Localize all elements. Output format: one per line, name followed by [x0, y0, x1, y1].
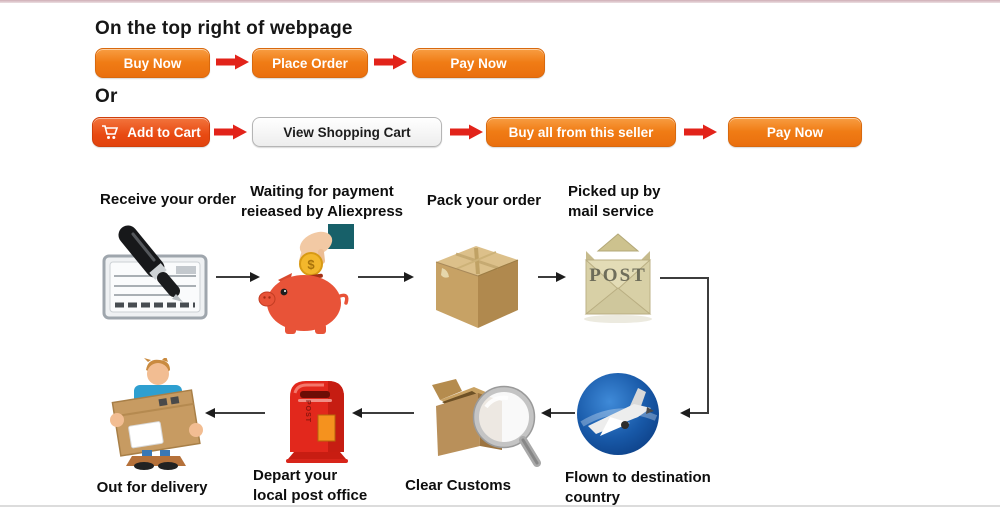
- post-mailbox-icon: [286, 381, 348, 463]
- post-stamp-text: POST: [589, 265, 647, 286]
- buy-now-label: Buy Now: [123, 55, 182, 71]
- step-label-pack-order: Pack your order: [426, 192, 542, 209]
- customs-inspection-icon: [432, 379, 541, 467]
- red-arrow-icon: [214, 124, 247, 140]
- flow-arrow-right-icon: [538, 272, 566, 282]
- flow-arrow-left-icon: [352, 408, 414, 418]
- cart-icon: [102, 125, 119, 139]
- place-order-label: Place Order: [272, 55, 348, 71]
- page-title: On the top right of webpage: [95, 18, 353, 39]
- view-shopping-cart-button[interactable]: View Shopping Cart: [252, 117, 442, 147]
- buy-now-button[interactable]: Buy Now: [95, 48, 210, 78]
- pay-now-label: Pay Now: [450, 55, 507, 71]
- piggy-bank-icon: $: [258, 224, 354, 334]
- step-label-depart-post-office: Depart your local post office: [253, 467, 368, 504]
- place-order-button[interactable]: Place Order: [252, 48, 368, 78]
- step-label-clear-customs: Clear Customs: [405, 477, 511, 494]
- red-arrow-icon: [374, 54, 407, 70]
- view-shopping-cart-label: View Shopping Cart: [283, 124, 411, 140]
- flow-arrow-left-icon: [205, 408, 265, 418]
- step-label-out-for-delivery: Out for delivery: [96, 479, 208, 496]
- delivery-person-icon: [110, 358, 203, 470]
- flow-connector-elbow-icon: [660, 277, 709, 418]
- top-border-strip: [0, 0, 1000, 3]
- check-pen-icon: [102, 225, 208, 320]
- post-envelope-icon: [584, 233, 652, 323]
- step-label-picked-up: Picked up by mail service: [568, 183, 661, 220]
- pay-now-button-cart[interactable]: Pay Now: [728, 117, 862, 147]
- red-arrow-icon: [450, 124, 483, 140]
- add-to-cart-label: Add to Cart: [127, 124, 201, 140]
- flow-arrow-right-icon: [358, 272, 414, 282]
- buy-all-from-seller-button[interactable]: Buy all from this seller: [486, 117, 676, 147]
- flow-arrow-left-icon: [541, 408, 575, 418]
- add-to-cart-button[interactable]: Add to Cart: [92, 117, 210, 147]
- red-arrow-icon: [216, 54, 249, 70]
- pay-now-button-top[interactable]: Pay Now: [412, 48, 545, 78]
- step-label-flown-to-destination: Flown to destination country: [565, 469, 711, 506]
- flow-arrow-right-icon: [216, 272, 260, 282]
- package-box-icon: [435, 246, 519, 328]
- airplane-globe-icon: [577, 373, 659, 455]
- red-arrow-icon: [684, 124, 717, 140]
- or-label: Or: [95, 86, 118, 107]
- step-label-receive-order: Receive your order: [100, 191, 236, 208]
- mailbox-post-text: POST: [304, 399, 312, 424]
- pay-now-label: Pay Now: [766, 124, 824, 140]
- step-label-waiting-payment: Waiting for payment reieased by Aliexpre…: [240, 183, 404, 220]
- buy-all-from-seller-label: Buy all from this seller: [508, 124, 654, 140]
- bottom-divider: [0, 505, 1000, 507]
- coin-dollar-symbol: $: [307, 257, 315, 272]
